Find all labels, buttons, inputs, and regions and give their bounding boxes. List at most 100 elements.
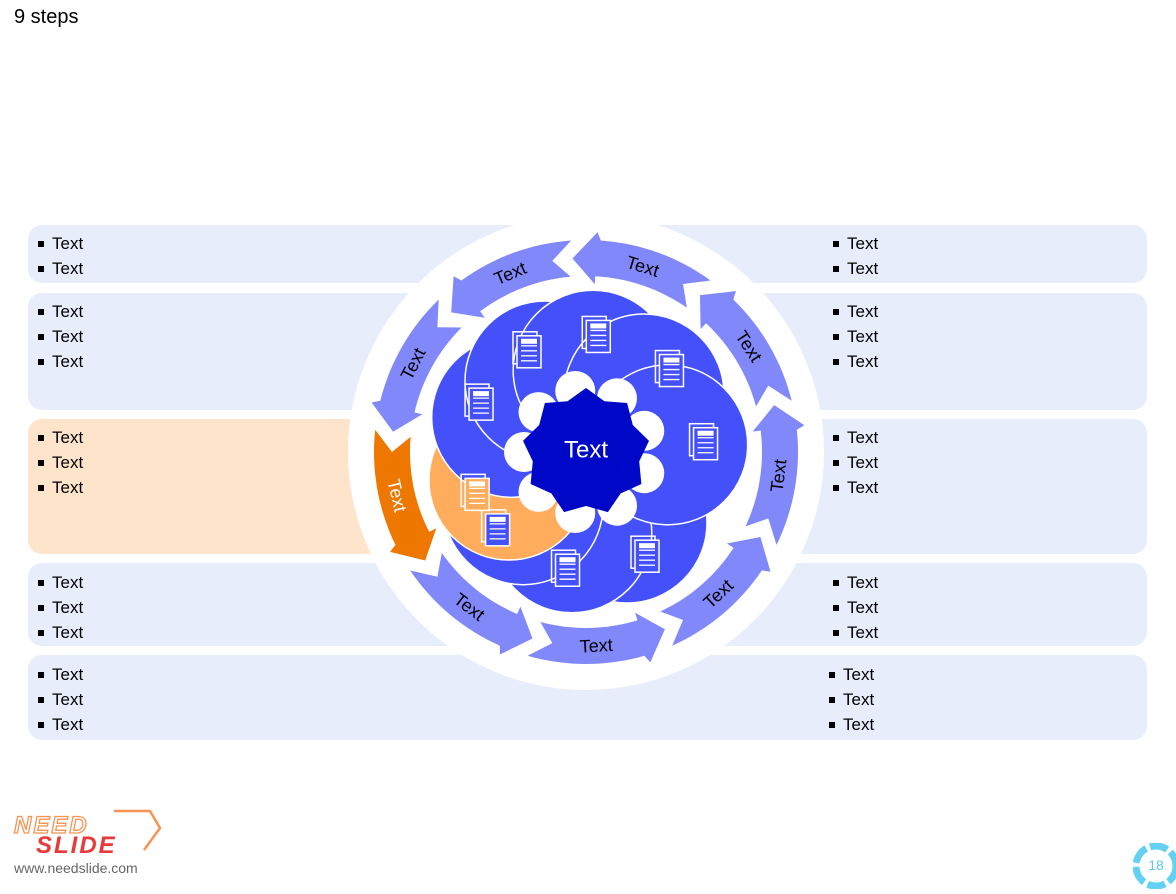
bullet-icon	[38, 434, 44, 441]
list-item-text: Text	[52, 453, 84, 472]
list-item: Text	[38, 475, 83, 500]
arrow-step-8[interactable]	[660, 537, 771, 646]
list-item-text: Text	[843, 690, 875, 709]
bullet-icon	[38, 358, 44, 365]
bullet-icon	[38, 459, 44, 466]
bullet-icon	[38, 696, 44, 703]
document-pie-icon	[654, 349, 685, 388]
arrow-step-3[interactable]	[451, 240, 572, 318]
bullet-icon	[38, 604, 44, 611]
list-item-text: Text	[843, 665, 875, 684]
page-number-badge: 18	[1132, 842, 1176, 890]
list-item: Text	[38, 687, 83, 712]
phone-report-icon	[480, 509, 511, 547]
bullet-icon	[833, 459, 839, 466]
list-item-text: Text	[847, 573, 879, 592]
list-item: Text	[38, 349, 83, 374]
arrow-step-6[interactable]	[410, 552, 533, 655]
center-label: Text	[564, 437, 608, 464]
list-item-text: Text	[52, 302, 84, 321]
list-item: Text	[38, 231, 83, 256]
list-item-text: Text	[847, 302, 879, 321]
documents-icon	[550, 549, 581, 587]
phone-coins-icon	[688, 422, 719, 461]
list-item-text: Text	[52, 573, 84, 592]
list-item: Text	[833, 450, 878, 475]
list-item: Text	[38, 324, 83, 349]
bullet-icon	[829, 721, 835, 728]
list-item-text: Text	[52, 428, 84, 447]
list-item: Text	[38, 712, 83, 737]
svg-text:NEED: NEED	[14, 812, 89, 839]
bullet-icon	[38, 671, 44, 678]
list-item-text: Text	[52, 715, 84, 734]
bullet-icon	[38, 308, 44, 315]
list-item-text: Text	[52, 665, 84, 684]
list-item: Text	[833, 475, 878, 500]
list-item: Text	[38, 256, 83, 281]
list-item-text: Text	[52, 623, 84, 642]
bullet-icon	[829, 671, 835, 678]
list-item: Text	[833, 570, 878, 595]
bullet-icon	[38, 721, 44, 728]
list-item: Text	[38, 299, 83, 324]
arrow-step-2[interactable]	[572, 232, 711, 308]
bullet-icon	[833, 333, 839, 340]
list-item: Text	[38, 662, 83, 687]
list-item: Text	[833, 299, 878, 324]
list-item: Text	[833, 231, 878, 256]
bullet-icon	[833, 308, 839, 315]
bullet-icon	[833, 265, 839, 272]
list-item-text: Text	[847, 259, 879, 278]
list-item: Text	[38, 595, 83, 620]
arrow-label: Text	[767, 458, 791, 493]
list-item: Text	[833, 425, 878, 450]
list-item: Text	[833, 256, 878, 281]
list-item-text: Text	[52, 259, 84, 278]
bullet-icon	[833, 629, 839, 636]
center-star	[523, 388, 649, 513]
arrow-step-7[interactable]	[527, 612, 665, 664]
svg-text:SLIDE: SLIDE	[36, 832, 117, 856]
document-chart-icon	[581, 315, 612, 354]
bullet-icon	[38, 579, 44, 586]
bullet-icon	[833, 434, 839, 441]
bullet-icon	[38, 240, 44, 247]
bullet-icon	[38, 629, 44, 636]
list-item: Text	[829, 687, 874, 712]
list-item-text: Text	[847, 598, 879, 617]
list-item: Text	[829, 712, 874, 737]
presentation-board-icon	[630, 535, 660, 573]
list-item-text: Text	[52, 690, 84, 709]
arrow-step-1[interactable]	[700, 291, 792, 407]
arrow-step-4[interactable]	[371, 299, 462, 432]
list-item-text: Text	[847, 478, 879, 497]
binders-icon	[464, 383, 494, 421]
bullet-icon	[833, 240, 839, 247]
list-item: Text	[38, 620, 83, 645]
list-item-text: Text	[52, 352, 84, 371]
website-url[interactable]: www.needslide.com	[14, 860, 138, 876]
list-item: Text	[833, 620, 878, 645]
arrow-step-5[interactable]	[374, 429, 437, 561]
list-item-text: Text	[847, 352, 879, 371]
bullet-icon	[833, 358, 839, 365]
list-item: Text	[833, 349, 878, 374]
arrow-step-9[interactable]	[745, 405, 805, 545]
list-item: Text	[829, 662, 874, 687]
list-item-text: Text	[52, 327, 84, 346]
needslide-logo: NEED SLIDE	[13, 809, 162, 856]
list-item: Text	[38, 570, 83, 595]
bullet-icon	[38, 265, 44, 272]
list-item-text: Text	[847, 234, 879, 253]
